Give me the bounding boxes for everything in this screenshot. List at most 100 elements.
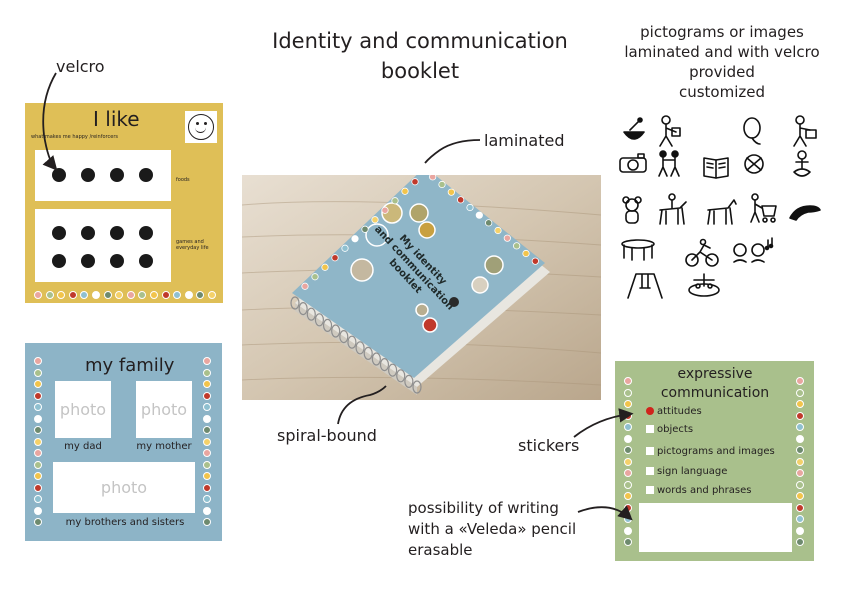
spiral-ring (388, 363, 398, 377)
sticker-dot (624, 469, 632, 477)
spiral-ring (322, 318, 333, 332)
option-label: objects (657, 424, 694, 435)
sticker-dot (45, 291, 54, 299)
games-label: games and everyday life (176, 239, 209, 251)
games-label-line-1: games and (176, 239, 204, 245)
sticker-dot (161, 291, 170, 299)
sticker-dot-strip (34, 291, 218, 301)
sticker-dot (150, 291, 158, 299)
siblings-caption: my brothers and sisters (65, 517, 185, 528)
sticker-dot (173, 291, 182, 299)
velcro-dot (81, 168, 95, 182)
sticker-dot (34, 483, 42, 492)
option-label: sign language (657, 466, 728, 477)
sticker-dot (624, 538, 632, 546)
cover-dot (429, 175, 437, 181)
sticker-dot (796, 538, 804, 546)
velcro-dot (110, 168, 124, 182)
sticker-dot (203, 506, 211, 515)
option-label: words and phrases (657, 485, 752, 496)
photo-placeholder-siblings: photo (53, 462, 195, 513)
option-sign-language: sign language (646, 466, 727, 477)
writing-arrow (577, 505, 633, 521)
stickers-arrow (573, 408, 634, 438)
person-shopping-cart-icon (750, 193, 777, 223)
mother-caption: my mother (136, 441, 192, 452)
smiley-icon (185, 111, 217, 143)
checkbox (646, 447, 654, 455)
i-like-card: I like what makes me happy /reinforcers … (25, 103, 223, 303)
velcro-dot (52, 226, 66, 240)
sticker-dot-column-left (34, 357, 44, 527)
sticker-dot (34, 506, 42, 515)
sticker-dot (34, 449, 42, 457)
expressive-title-line-2: communication (660, 385, 770, 401)
sticker-dot (34, 391, 42, 400)
sticker-dot (196, 291, 205, 299)
cover-dot (457, 196, 465, 204)
photo-placeholder-dad: photo (55, 381, 111, 438)
cover-dot (381, 206, 389, 214)
spiral-ring (314, 313, 325, 327)
sticker-dot (203, 437, 211, 446)
person-drawing-icon (793, 115, 817, 147)
checkbox (646, 425, 654, 433)
seated-person-icon (793, 150, 811, 177)
sticker-dot (203, 368, 211, 377)
cover-dot (351, 235, 359, 243)
spiral-ring (331, 324, 341, 338)
sticker-dot (796, 503, 804, 512)
sticker-red (646, 407, 654, 415)
cover-dot (466, 203, 474, 212)
spiral-ring (306, 307, 316, 321)
pictograms-note: pictograms or images laminated and with … (604, 22, 840, 102)
writing-area (639, 503, 792, 552)
option-label: pictograms and images (657, 446, 775, 457)
velcro-dot (139, 226, 153, 240)
option-words-phrases: words and phrases (646, 485, 751, 496)
checkbox (646, 467, 654, 475)
sticker-dot (57, 291, 66, 299)
velcro-dot (139, 254, 153, 268)
sticker-dot (92, 291, 100, 299)
sticker-dot (34, 460, 42, 469)
cover-circles (350, 202, 504, 333)
sticker-dot-column-right (796, 377, 806, 547)
option-pictograms: pictograms and images (646, 446, 775, 457)
booklet-photo: My identity and communication booklet (242, 175, 601, 400)
spiral-binding (290, 296, 422, 394)
sticker-dot (68, 291, 77, 299)
velcro-dot (110, 226, 124, 240)
cyclist-icon (685, 238, 719, 267)
velcro-dot (52, 168, 66, 182)
title-line-1: Identity and communication (272, 29, 568, 53)
sticker-dot (796, 400, 804, 408)
smiley-eye-left (196, 122, 199, 125)
stickers-label: stickers (518, 436, 580, 455)
pictograms-line-1: pictograms or images (640, 23, 804, 41)
sticker-dot (34, 380, 42, 388)
cover-dot (371, 216, 379, 224)
laminated-label: laminated (484, 131, 565, 150)
child-figure-icon (449, 297, 459, 307)
sticker-dot (624, 492, 632, 500)
sticker-dot (796, 423, 804, 431)
mortar-pestle-icon (623, 117, 645, 140)
velcro-dot (81, 226, 95, 240)
sticker-dot (624, 434, 632, 443)
sticker-dot (203, 414, 211, 423)
spiral-ring (355, 341, 365, 355)
spiral-arrow (337, 385, 387, 425)
ball-icon (744, 154, 764, 174)
cover-dot (321, 263, 329, 271)
sticker-dot (796, 492, 804, 500)
sticker-dot (624, 480, 632, 489)
sticker-dot (34, 518, 42, 526)
cover-dot (391, 197, 399, 205)
horse-rider-icon (659, 193, 687, 225)
spiral-ring (298, 302, 308, 316)
expressive-communication-card: expressive communication attitudes objec… (615, 361, 814, 561)
sticker-dot (203, 483, 211, 492)
balloon-icon (743, 117, 761, 145)
cover-dot-border (301, 175, 539, 290)
